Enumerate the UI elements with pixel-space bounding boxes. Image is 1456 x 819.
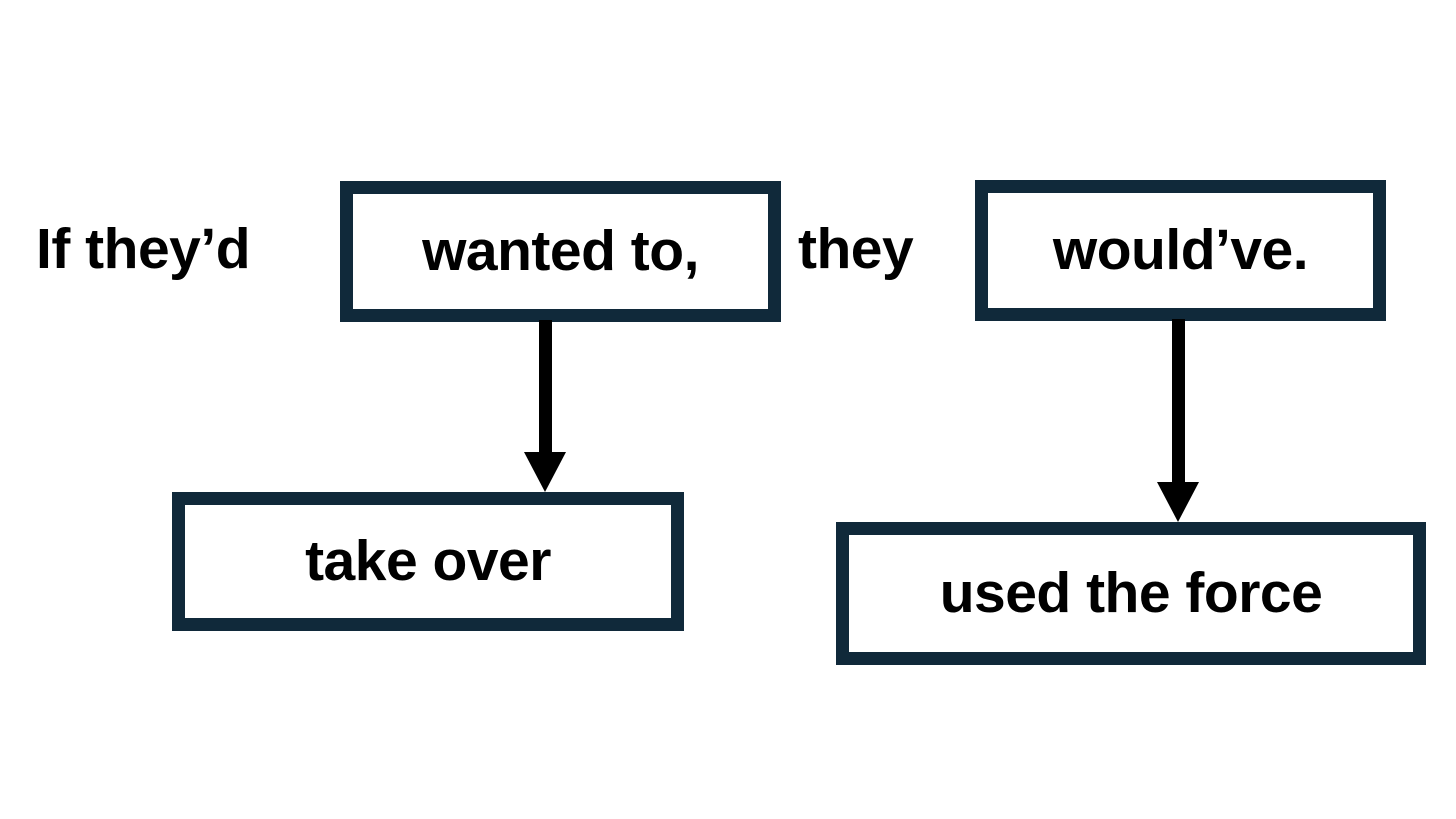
chunk-box-take-over[interactable]: take over xyxy=(172,492,684,631)
chunk-label-take-over: take over xyxy=(305,529,551,593)
arrow-head-icon xyxy=(524,452,566,492)
arrow-shaft xyxy=(1171,319,1185,482)
chunk-label-used-the-force: used the force xyxy=(939,561,1323,625)
chunk-label-wanted-to: wanted to, xyxy=(422,219,699,283)
chunk-box-used-the-force[interactable]: used the force xyxy=(836,522,1426,665)
chunk-box-wanted-to[interactable]: wanted to, xyxy=(340,181,781,322)
chunk-label-wouldve: would’ve. xyxy=(1052,218,1309,282)
arrow-wouldve-to-used-the-force xyxy=(1157,319,1199,522)
chunk-box-wouldve[interactable]: would’ve. xyxy=(975,180,1386,321)
arrow-head-icon xyxy=(1157,482,1199,522)
arrow-wanted-to-to-take-over xyxy=(524,320,566,492)
sentence-text-if-theyd: If they’d xyxy=(36,217,251,281)
arrow-shaft xyxy=(538,320,552,452)
sentence-text-they: they xyxy=(798,217,914,281)
